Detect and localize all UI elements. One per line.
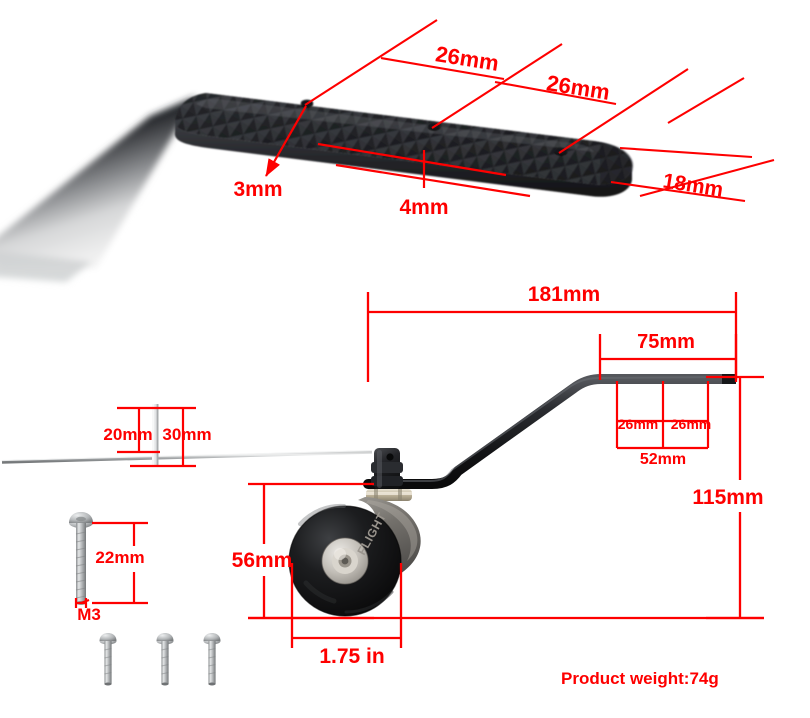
dim-top-3mm [265, 105, 307, 177]
dim-top-4mm [317, 142, 531, 198]
screw-small-1 [99, 633, 117, 686]
carbon-plate-photo [0, 93, 634, 282]
label-screw-thread: M3 [77, 605, 101, 624]
label-hole-spacing-2: 26mm [545, 70, 612, 105]
label-wire-stop-upper: 30mm [162, 425, 211, 444]
screw-small-2 [156, 633, 174, 686]
label-screw-length: 22mm [95, 548, 144, 567]
dim-175in [290, 563, 403, 648]
label-strut-height: 56mm [232, 549, 293, 572]
m3-screw-large [69, 512, 93, 605]
label-mount-hole-1: 26mm [618, 416, 658, 432]
dim-top-26mm-b [494, 68, 689, 154]
label-mount-hole-span: 52mm [640, 451, 686, 468]
label-plate-thickness: 3mm [233, 178, 282, 201]
dim-75mm [598, 334, 738, 380]
screw-small-3 [203, 633, 221, 686]
wire-stop-sleeve [152, 404, 159, 466]
dim-top-26mm-a [304, 19, 563, 129]
label-hole-spacing-1: 26mm [434, 41, 501, 76]
label-wheel-diameter: 1.75 in [319, 645, 384, 668]
dim-26-26-52 [615, 381, 710, 450]
label-plate-edge: 4mm [399, 196, 448, 219]
label-mount-hole-2: 26mm [671, 416, 711, 432]
steering-collar [371, 448, 403, 490]
screw-hardware-photo [69, 512, 221, 686]
wheel-hub [321, 537, 369, 585]
dim-top-18mm [610, 77, 775, 203]
label-wire-stop-lower: 20mm [103, 425, 152, 444]
label-overall-length: 181mm [528, 283, 600, 306]
dim-20-30mm [117, 406, 196, 468]
product-weight-label: Product weight:74g [561, 669, 719, 688]
label-plate-width: 18mm [661, 169, 725, 201]
bearing-spacer [366, 489, 412, 501]
label-upper-arm-length: 75mm [637, 331, 695, 353]
label-overall-height: 115mm [692, 486, 763, 509]
steering-wire [1, 450, 373, 464]
dim-m3 [74, 598, 90, 608]
dim-22mm [92, 521, 148, 605]
